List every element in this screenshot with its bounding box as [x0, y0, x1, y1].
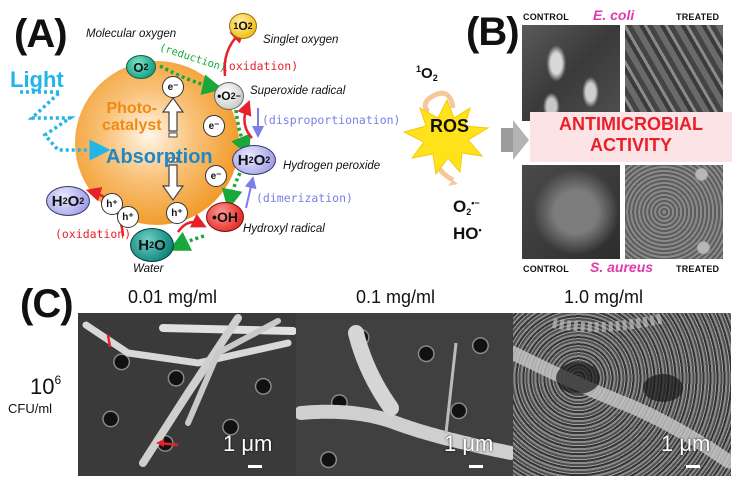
- oxidation-top-label: (oxidation): [222, 59, 299, 73]
- scale-bar-1: [248, 465, 262, 468]
- hydroxyl-radical-label: Hydroxyl radical: [243, 223, 325, 235]
- disproportionation-label: (disproportionation): [262, 113, 401, 127]
- saureus-treated-sem-image: [625, 165, 723, 259]
- molecular-oxygen-label: Molecular oxygen: [86, 28, 177, 40]
- singlet-oxygen-product: 1O2: [416, 64, 438, 83]
- saureus-treated-label: TREATED: [676, 264, 720, 274]
- ros-label: ROS: [430, 116, 470, 136]
- ecoli-control-sem-image: [522, 25, 620, 121]
- water-label: Water: [133, 263, 164, 275]
- absorption-label: Absorption: [106, 146, 213, 168]
- particle-aggregates: [296, 325, 513, 460]
- electron-carrier: e⁻: [203, 115, 225, 137]
- sem-image-1.0: 1 μm: [513, 313, 731, 476]
- panel-c-label: (C): [20, 282, 74, 326]
- ros-star-icon: [402, 98, 490, 176]
- row-label-base: 10: [30, 374, 55, 399]
- photocatalyst-line1: Photo-: [106, 100, 158, 117]
- sem-image-0.01: 1 μm: [78, 313, 296, 476]
- hole-carrier: h⁺: [166, 202, 188, 224]
- scale-bar-label-1: 1 μm: [223, 431, 273, 456]
- hole-carrier: h⁺: [101, 193, 123, 215]
- concentration-label-2: 0.1 mg/ml: [356, 287, 436, 307]
- antimicrobial-activity-text: ANTIMICROBIAL ACTIVITY: [530, 114, 732, 156]
- activity-line2: ACTIVITY: [589, 135, 672, 155]
- scale-bar-label-2: 1 μm: [444, 431, 494, 456]
- saureus-control-label: CONTROL: [523, 264, 569, 274]
- photocatalyst-line2: catalyst: [102, 117, 162, 134]
- superoxide-radical-label: Superoxide radical: [250, 85, 346, 97]
- reaction-arrows: [20, 27, 264, 251]
- ecoli-label: E. coli: [593, 7, 635, 23]
- electron-carrier: e⁻: [162, 76, 184, 98]
- hydroxyl-product: HO•: [453, 224, 482, 243]
- oxidation-bottom-label: (oxidation): [55, 227, 132, 241]
- electron-carrier: e⁻: [205, 165, 227, 187]
- hydrogen-peroxide-label: Hydrogen peroxide: [283, 160, 381, 172]
- antimicrobial-band: [530, 112, 732, 162]
- light-label: Light: [10, 67, 64, 92]
- dense-aggregates: [513, 313, 731, 470]
- row-label-concentration: 106: [30, 373, 61, 400]
- gray-arrow-icon: [501, 120, 529, 160]
- saureus-label: S. aureus: [590, 259, 654, 275]
- ros-bottom-products: O2•− HO•: [453, 194, 482, 243]
- dimerization-label: (dimerization): [256, 191, 353, 205]
- ecoli-treated-sem-image: [625, 25, 723, 121]
- scale-bar-2: [469, 465, 483, 468]
- row-label-exponent: 6: [54, 373, 62, 387]
- sem-image-0.1: 1 μm: [296, 313, 513, 476]
- singlet-oxygen-label: Singlet oxygen: [263, 34, 339, 46]
- concentration-label-3: 1.0 mg/ml: [564, 287, 644, 307]
- hydroxyl-radical-node: •OH: [206, 202, 244, 232]
- ecoli-control-label: CONTROL: [523, 12, 569, 22]
- row-label-unit: CFU/ml: [8, 401, 53, 416]
- ros-diagram: [402, 90, 490, 186]
- saureus-control-sem-image: [522, 165, 620, 259]
- bacteria-filaments: [82, 314, 296, 467]
- hole-carrier: h⁺: [117, 206, 139, 228]
- photocatalyst-sphere: [75, 61, 239, 225]
- antimicrobial-line1: ANTIMICROBIAL: [559, 114, 703, 134]
- concentration-label-1: 0.01 mg/ml: [128, 287, 218, 307]
- ecoli-treated-label: TREATED: [676, 12, 720, 22]
- photocatalyst-label: Photo- catalyst: [102, 100, 162, 134]
- scale-bar-3: [686, 465, 700, 468]
- superoxide-product: O2•−: [453, 197, 480, 218]
- scale-bar-label-3: 1 μm: [661, 431, 711, 456]
- panel-a-label: (A): [14, 12, 68, 56]
- panel-b-label: (B): [466, 10, 520, 54]
